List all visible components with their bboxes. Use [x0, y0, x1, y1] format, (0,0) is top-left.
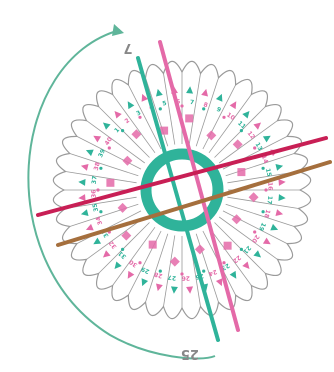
ring-number-label: 26 — [181, 274, 190, 281]
ring-number-label: 36 — [90, 189, 97, 198]
arc-arrowhead — [112, 24, 124, 36]
dot-marker — [159, 107, 162, 110]
ring-number-label: 27 — [167, 273, 176, 281]
square-marker — [149, 241, 157, 249]
square-marker — [237, 168, 245, 176]
ring-number-label: 7 — [190, 99, 195, 106]
square-marker — [106, 179, 114, 187]
ring-number-label: 37 — [91, 175, 99, 184]
square-marker — [224, 242, 232, 250]
arc-start-label: 7 — [123, 40, 132, 55]
arc-end-label: 25 — [181, 346, 199, 361]
dot-marker — [180, 104, 183, 107]
square-marker — [185, 114, 193, 122]
dot-marker — [121, 129, 124, 132]
ring-number-label: 17 — [265, 195, 273, 204]
